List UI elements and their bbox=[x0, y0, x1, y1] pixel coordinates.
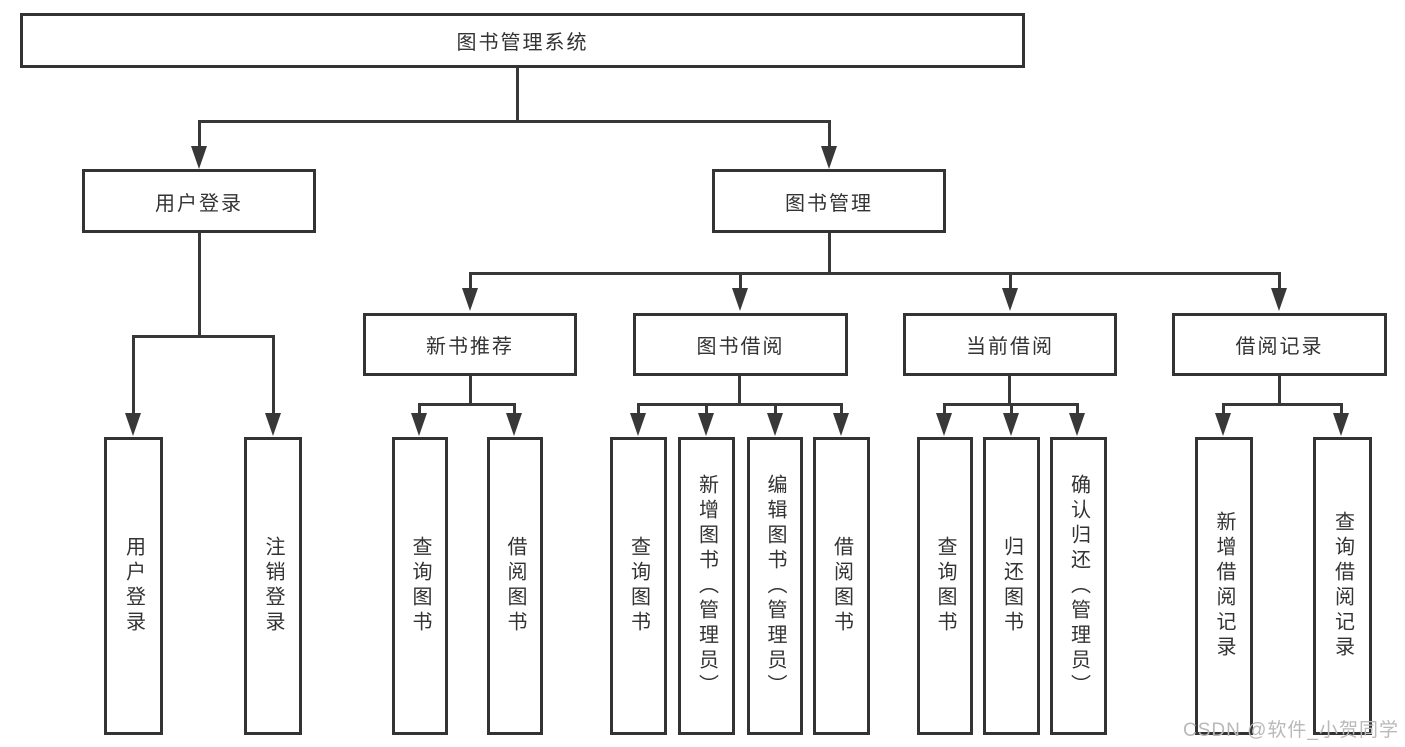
connector-root-stem bbox=[516, 68, 519, 121]
leaf-query-books-recommend: 查询图书 bbox=[392, 437, 448, 735]
leaf-query-books-current-label: 查询图书 bbox=[934, 536, 956, 636]
connector-leaf-editbook-drop bbox=[774, 403, 777, 413]
connector-borrowing-stem bbox=[738, 376, 741, 406]
leaf-query-books-current: 查询图书 bbox=[917, 437, 973, 735]
arrow-down-leaf-borrow2 bbox=[833, 413, 849, 436]
leaf-borrow-books-label: 借阅图书 bbox=[830, 536, 853, 636]
connector-user-login-stem bbox=[198, 233, 201, 338]
leaf-add-borrow-record: 新增借阅记录 bbox=[1195, 437, 1253, 735]
arrow-down-leaf-borrow1 bbox=[506, 413, 522, 436]
leaf-add-books-admin-label: 新增图书（管理员） bbox=[695, 473, 718, 699]
connector-leaf-borrow2-drop bbox=[840, 403, 843, 413]
leaf-user-login-label: 用户登录 bbox=[122, 536, 145, 636]
connector-newbook-drop bbox=[469, 272, 472, 290]
leaf-add-borrow-record-label: 新增借阅记录 bbox=[1213, 511, 1235, 661]
connector-user-login-drop bbox=[198, 120, 201, 150]
leaf-query-borrow-record: 查询借阅记录 bbox=[1313, 437, 1372, 735]
connector-book-mgmt-stem bbox=[828, 233, 831, 275]
leaf-edit-books-admin: 编辑图书（管理员） bbox=[747, 437, 803, 735]
leaf-query-books-recommend-label: 查询图书 bbox=[409, 536, 431, 636]
arrow-down-book-mgmt bbox=[821, 146, 837, 169]
connector-leaf-queryrec-drop bbox=[1340, 403, 1343, 413]
node-user-login: 用户登录 bbox=[82, 169, 316, 233]
arrow-down-newbook bbox=[462, 288, 478, 311]
node-library-system: 图书管理系统 bbox=[20, 13, 1025, 68]
leaf-query-books-borrow-label: 查询图书 bbox=[627, 536, 650, 636]
leaf-edit-books-admin-label: 编辑图书（管理员） bbox=[764, 473, 786, 699]
node-new-book-recommendation: 新书推荐 bbox=[363, 313, 577, 376]
node-borrowing-records: 借阅记录 bbox=[1172, 313, 1387, 376]
connector-current-drop bbox=[1009, 272, 1012, 290]
node-current-borrowing: 当前借阅 bbox=[903, 313, 1117, 376]
connector-newbook-stem bbox=[469, 376, 472, 406]
csdn-watermark: CSDN @软件_小贺同学 bbox=[1183, 720, 1399, 741]
connector-user-login-rail bbox=[133, 335, 275, 338]
arrow-down-leaf-query1 bbox=[411, 413, 427, 436]
arrow-down-leaf-query3 bbox=[936, 413, 952, 436]
connector-leaf-logout-drop bbox=[272, 335, 275, 415]
connector-borrowing-drop bbox=[739, 272, 742, 290]
connector-root-rail bbox=[198, 120, 831, 123]
node-new-book-recommendation-label: 新书推荐 bbox=[426, 336, 514, 358]
node-book-management: 图书管理 bbox=[712, 169, 946, 233]
leaf-return-books: 归还图书 bbox=[983, 437, 1040, 735]
arrow-down-leaf-addrec bbox=[1215, 413, 1231, 436]
node-book-borrowing-label: 图书借阅 bbox=[696, 336, 785, 358]
arrow-down-leaf-addbook bbox=[698, 413, 714, 436]
connector-leaf-borrow1-drop bbox=[513, 403, 516, 413]
connector-leaf-query3-drop bbox=[943, 403, 946, 413]
leaf-borrow-books-recommend: 借阅图书 bbox=[487, 437, 543, 735]
connector-borrowing-rail bbox=[637, 403, 842, 406]
leaf-return-books-label: 归还图书 bbox=[1000, 536, 1023, 636]
connector-leaf-addrec-drop bbox=[1222, 403, 1225, 413]
connector-leaf-query1-drop bbox=[418, 403, 421, 413]
leaf-confirm-return-admin-label: 确认归还（管理员） bbox=[1067, 473, 1090, 699]
connector-records-rail bbox=[1222, 403, 1342, 406]
arrow-down-leaf-queryrec bbox=[1333, 413, 1349, 436]
leaf-query-borrow-record-label: 查询借阅记录 bbox=[1331, 511, 1354, 661]
arrow-down-leaf-confirm bbox=[1069, 413, 1085, 436]
leaf-confirm-return-admin: 确认归还（管理员） bbox=[1050, 437, 1107, 735]
leaf-logout: 注销登录 bbox=[244, 437, 302, 735]
arrow-down-borrowing bbox=[732, 288, 748, 311]
arrow-down-leaf-logout bbox=[265, 413, 281, 436]
leaf-borrow-books: 借阅图书 bbox=[813, 437, 870, 735]
leaf-borrow-books-recommend-label: 借阅图书 bbox=[504, 536, 526, 636]
arrow-down-leaf-return bbox=[1003, 413, 1019, 436]
node-current-borrowing-label: 当前借阅 bbox=[966, 336, 1054, 358]
leaf-logout-label: 注销登录 bbox=[262, 536, 284, 636]
arrow-down-leaf-query2 bbox=[630, 413, 646, 436]
connector-book-mgmt-rail bbox=[469, 272, 1281, 275]
node-book-management-label: 图书管理 bbox=[785, 192, 873, 215]
connector-leaf-login-drop bbox=[132, 335, 135, 415]
node-book-borrowing: 图书借阅 bbox=[633, 313, 848, 376]
node-library-system-label: 图书管理系统 bbox=[456, 32, 589, 54]
connector-leaf-confirm-drop bbox=[1076, 403, 1079, 413]
arrow-down-user-login bbox=[191, 146, 207, 169]
arrow-down-records bbox=[1271, 288, 1287, 311]
connector-records-stem bbox=[1278, 376, 1281, 406]
connector-leaf-return-drop bbox=[1010, 403, 1013, 413]
node-borrowing-records-label: 借阅记录 bbox=[1235, 336, 1324, 358]
node-user-login-label: 用户登录 bbox=[155, 192, 243, 215]
arrow-down-current bbox=[1002, 288, 1018, 311]
leaf-user-login: 用户登录 bbox=[104, 437, 163, 735]
connector-newbook-rail bbox=[418, 403, 516, 406]
arrow-down-leaf-login bbox=[125, 413, 141, 436]
leaf-query-books-borrow: 查询图书 bbox=[610, 437, 667, 735]
connector-leaf-addbook-drop bbox=[705, 403, 708, 413]
connector-book-mgmt-drop bbox=[828, 120, 831, 150]
leaf-add-books-admin: 新增图书（管理员） bbox=[678, 437, 735, 735]
connector-leaf-query2-drop bbox=[637, 403, 640, 413]
arrow-down-leaf-editbook bbox=[767, 413, 783, 436]
connector-records-drop bbox=[1278, 272, 1281, 290]
connector-current-stem bbox=[1008, 376, 1011, 406]
